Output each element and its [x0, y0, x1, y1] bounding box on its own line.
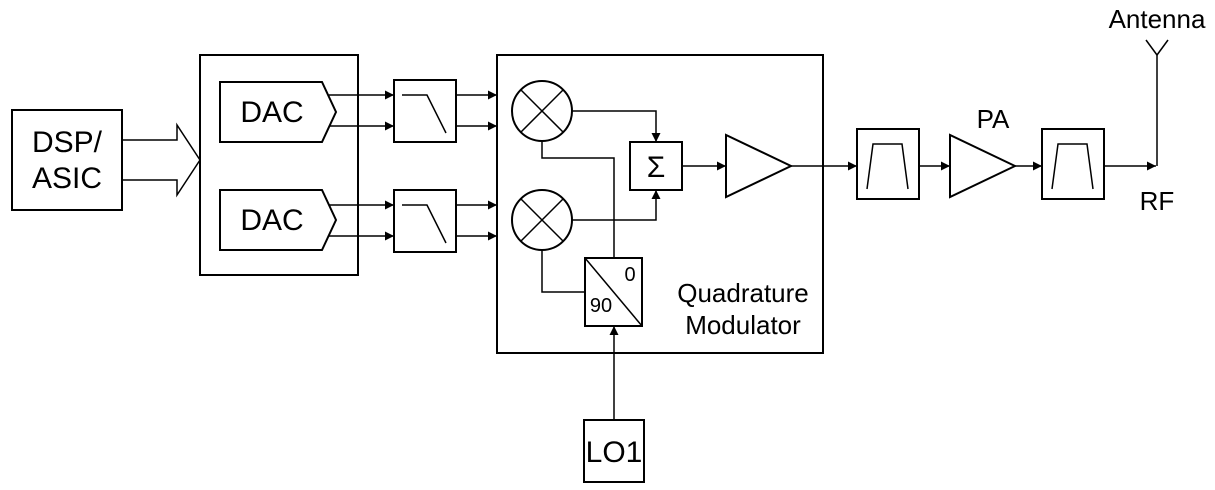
dac-q-label: DAC [240, 204, 303, 237]
dsp-label-line1: DSP/ [32, 126, 103, 159]
sigma-symbol: Σ [647, 151, 666, 184]
dac-i-block: DAC [219, 81, 338, 143]
pa-label: PA [977, 104, 1010, 134]
phase-splitter: 0 90 [584, 257, 643, 327]
dsp-asic-block: DSP/ ASIC [11, 109, 123, 211]
quad-label-line2: Modulator [685, 310, 801, 340]
lo-90-to-mixer-q [541, 250, 585, 293]
quad-label-line1: Quadrature [677, 278, 809, 308]
dac-q-block: DAC [219, 189, 338, 251]
lo1-block: LO1 [583, 419, 645, 483]
mixer-i-to-sum [572, 110, 661, 142]
mixer-q-to-sum [572, 190, 661, 221]
dac-container [199, 54, 359, 276]
dac-i-label: DAC [240, 96, 303, 129]
summer-block: Σ [629, 141, 683, 191]
rf-label: RF [1140, 186, 1175, 216]
lo1-label: LO1 [586, 436, 643, 469]
phase-0-label: 0 [624, 264, 635, 286]
data-bus-arrow [122, 122, 201, 198]
power-amplifier [949, 133, 1018, 199]
antenna-label: Antenna [1109, 4, 1206, 34]
dsp-label-line2: ASIC [32, 162, 102, 195]
modulator-amplifier [725, 133, 794, 199]
antenna-icon [1145, 39, 1169, 166]
bandpass-filter-1 [856, 128, 920, 200]
phase-90-label: 90 [590, 295, 612, 317]
bandpass-filter-2 [1041, 128, 1105, 200]
mixer-q [511, 189, 573, 251]
lowpass-filter-q [393, 189, 457, 253]
lo-0-to-mixer-i [541, 141, 615, 258]
lowpass-filter-i [393, 79, 457, 143]
quadrature-modulator-block [496, 54, 824, 354]
mixer-i [511, 80, 573, 142]
